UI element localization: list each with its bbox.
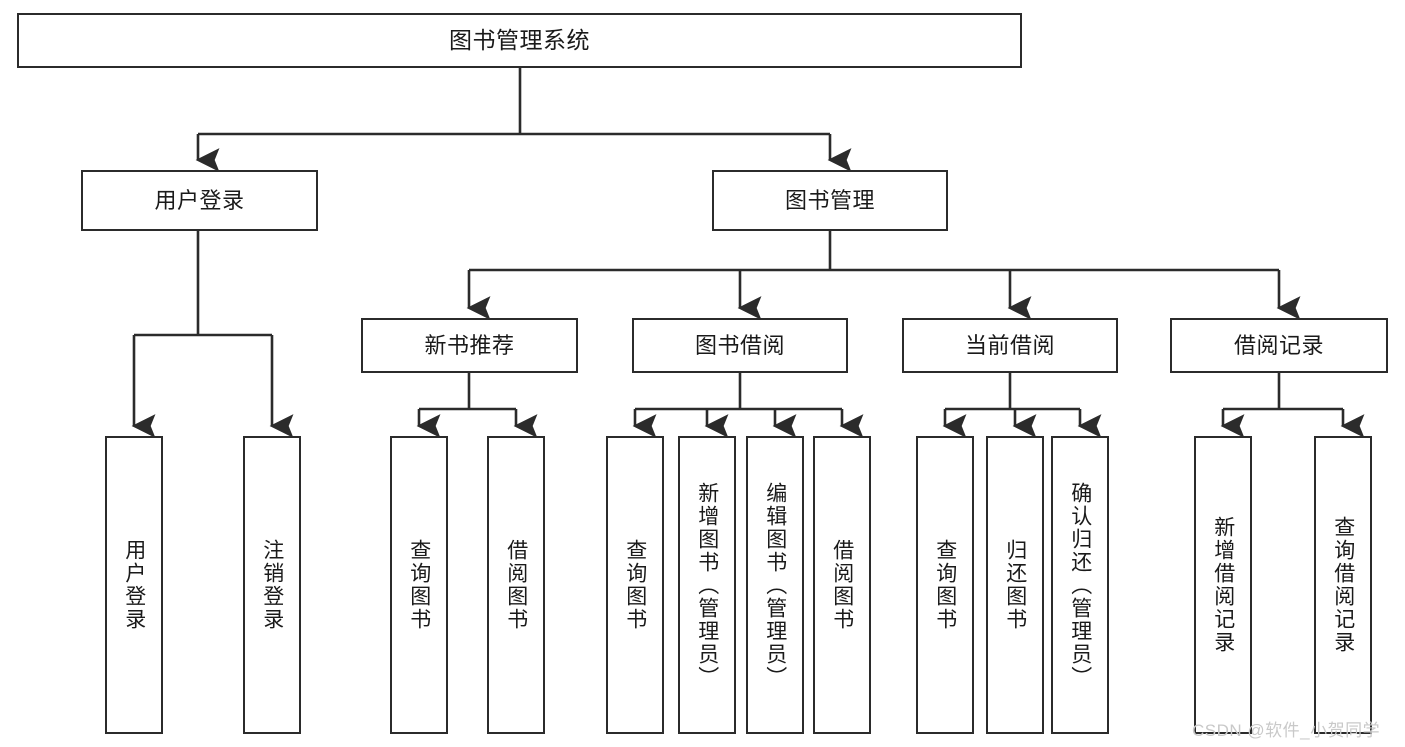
node-label: 借阅图书 (504, 539, 528, 631)
node-book-management[interactable]: 图书管理 (712, 170, 948, 231)
node-label: 图书借阅 (694, 332, 785, 358)
node-current-borrow[interactable]: 当前借阅 (902, 318, 1118, 373)
node-label: 借阅记录 (1233, 332, 1324, 358)
node-user-login[interactable]: 用户登录 (81, 170, 318, 231)
node-label: 新增图书（管理员） (695, 481, 719, 689)
leaf-recommend-borrow-book[interactable]: 借阅图书 (487, 436, 545, 734)
node-label: 查询图书 (407, 539, 431, 631)
node-label: 注销登录 (260, 539, 284, 631)
leaf-borrow-borrow-book[interactable]: 借阅图书 (813, 436, 871, 734)
leaf-record-add-borrow-record[interactable]: 新增借阅记录 (1194, 436, 1252, 734)
leaf-current-confirm-return-admin[interactable]: 确认归还（管理员） (1051, 436, 1109, 734)
leaf-record-query-borrow-record[interactable]: 查询借阅记录 (1314, 436, 1372, 734)
node-label: 编辑图书（管理员） (763, 481, 787, 689)
node-label: 查询图书 (623, 539, 647, 631)
leaf-user-logout[interactable]: 注销登录 (243, 436, 301, 734)
node-borrow-record[interactable]: 借阅记录 (1170, 318, 1388, 373)
node-label: 用户登录 (154, 187, 245, 213)
node-root-book-management-system[interactable]: 图书管理系统 (17, 13, 1022, 68)
node-book-borrow[interactable]: 图书借阅 (632, 318, 848, 373)
node-label: 归还图书 (1003, 539, 1027, 631)
node-label: 查询借阅记录 (1331, 516, 1355, 654)
node-label: 新书推荐 (424, 332, 515, 358)
node-new-book-recommend[interactable]: 新书推荐 (361, 318, 578, 373)
leaf-borrow-query-book[interactable]: 查询图书 (606, 436, 664, 734)
leaf-current-query-book[interactable]: 查询图书 (916, 436, 974, 734)
node-label: 用户登录 (122, 539, 146, 631)
node-label: 查询图书 (933, 539, 957, 631)
leaf-borrow-edit-book-admin[interactable]: 编辑图书（管理员） (746, 436, 804, 734)
node-label: 当前借阅 (964, 332, 1055, 358)
node-label: 借阅图书 (830, 539, 854, 631)
leaf-user-login[interactable]: 用户登录 (105, 436, 163, 734)
leaf-borrow-add-book-admin[interactable]: 新增图书（管理员） (678, 436, 736, 734)
node-label: 新增借阅记录 (1211, 516, 1235, 654)
leaf-recommend-query-book[interactable]: 查询图书 (390, 436, 448, 734)
node-label: 图书管理系统 (449, 27, 590, 53)
node-label: 确认归还（管理员） (1068, 481, 1092, 689)
node-label: 图书管理 (784, 187, 875, 213)
leaf-current-return-book[interactable]: 归还图书 (986, 436, 1044, 734)
